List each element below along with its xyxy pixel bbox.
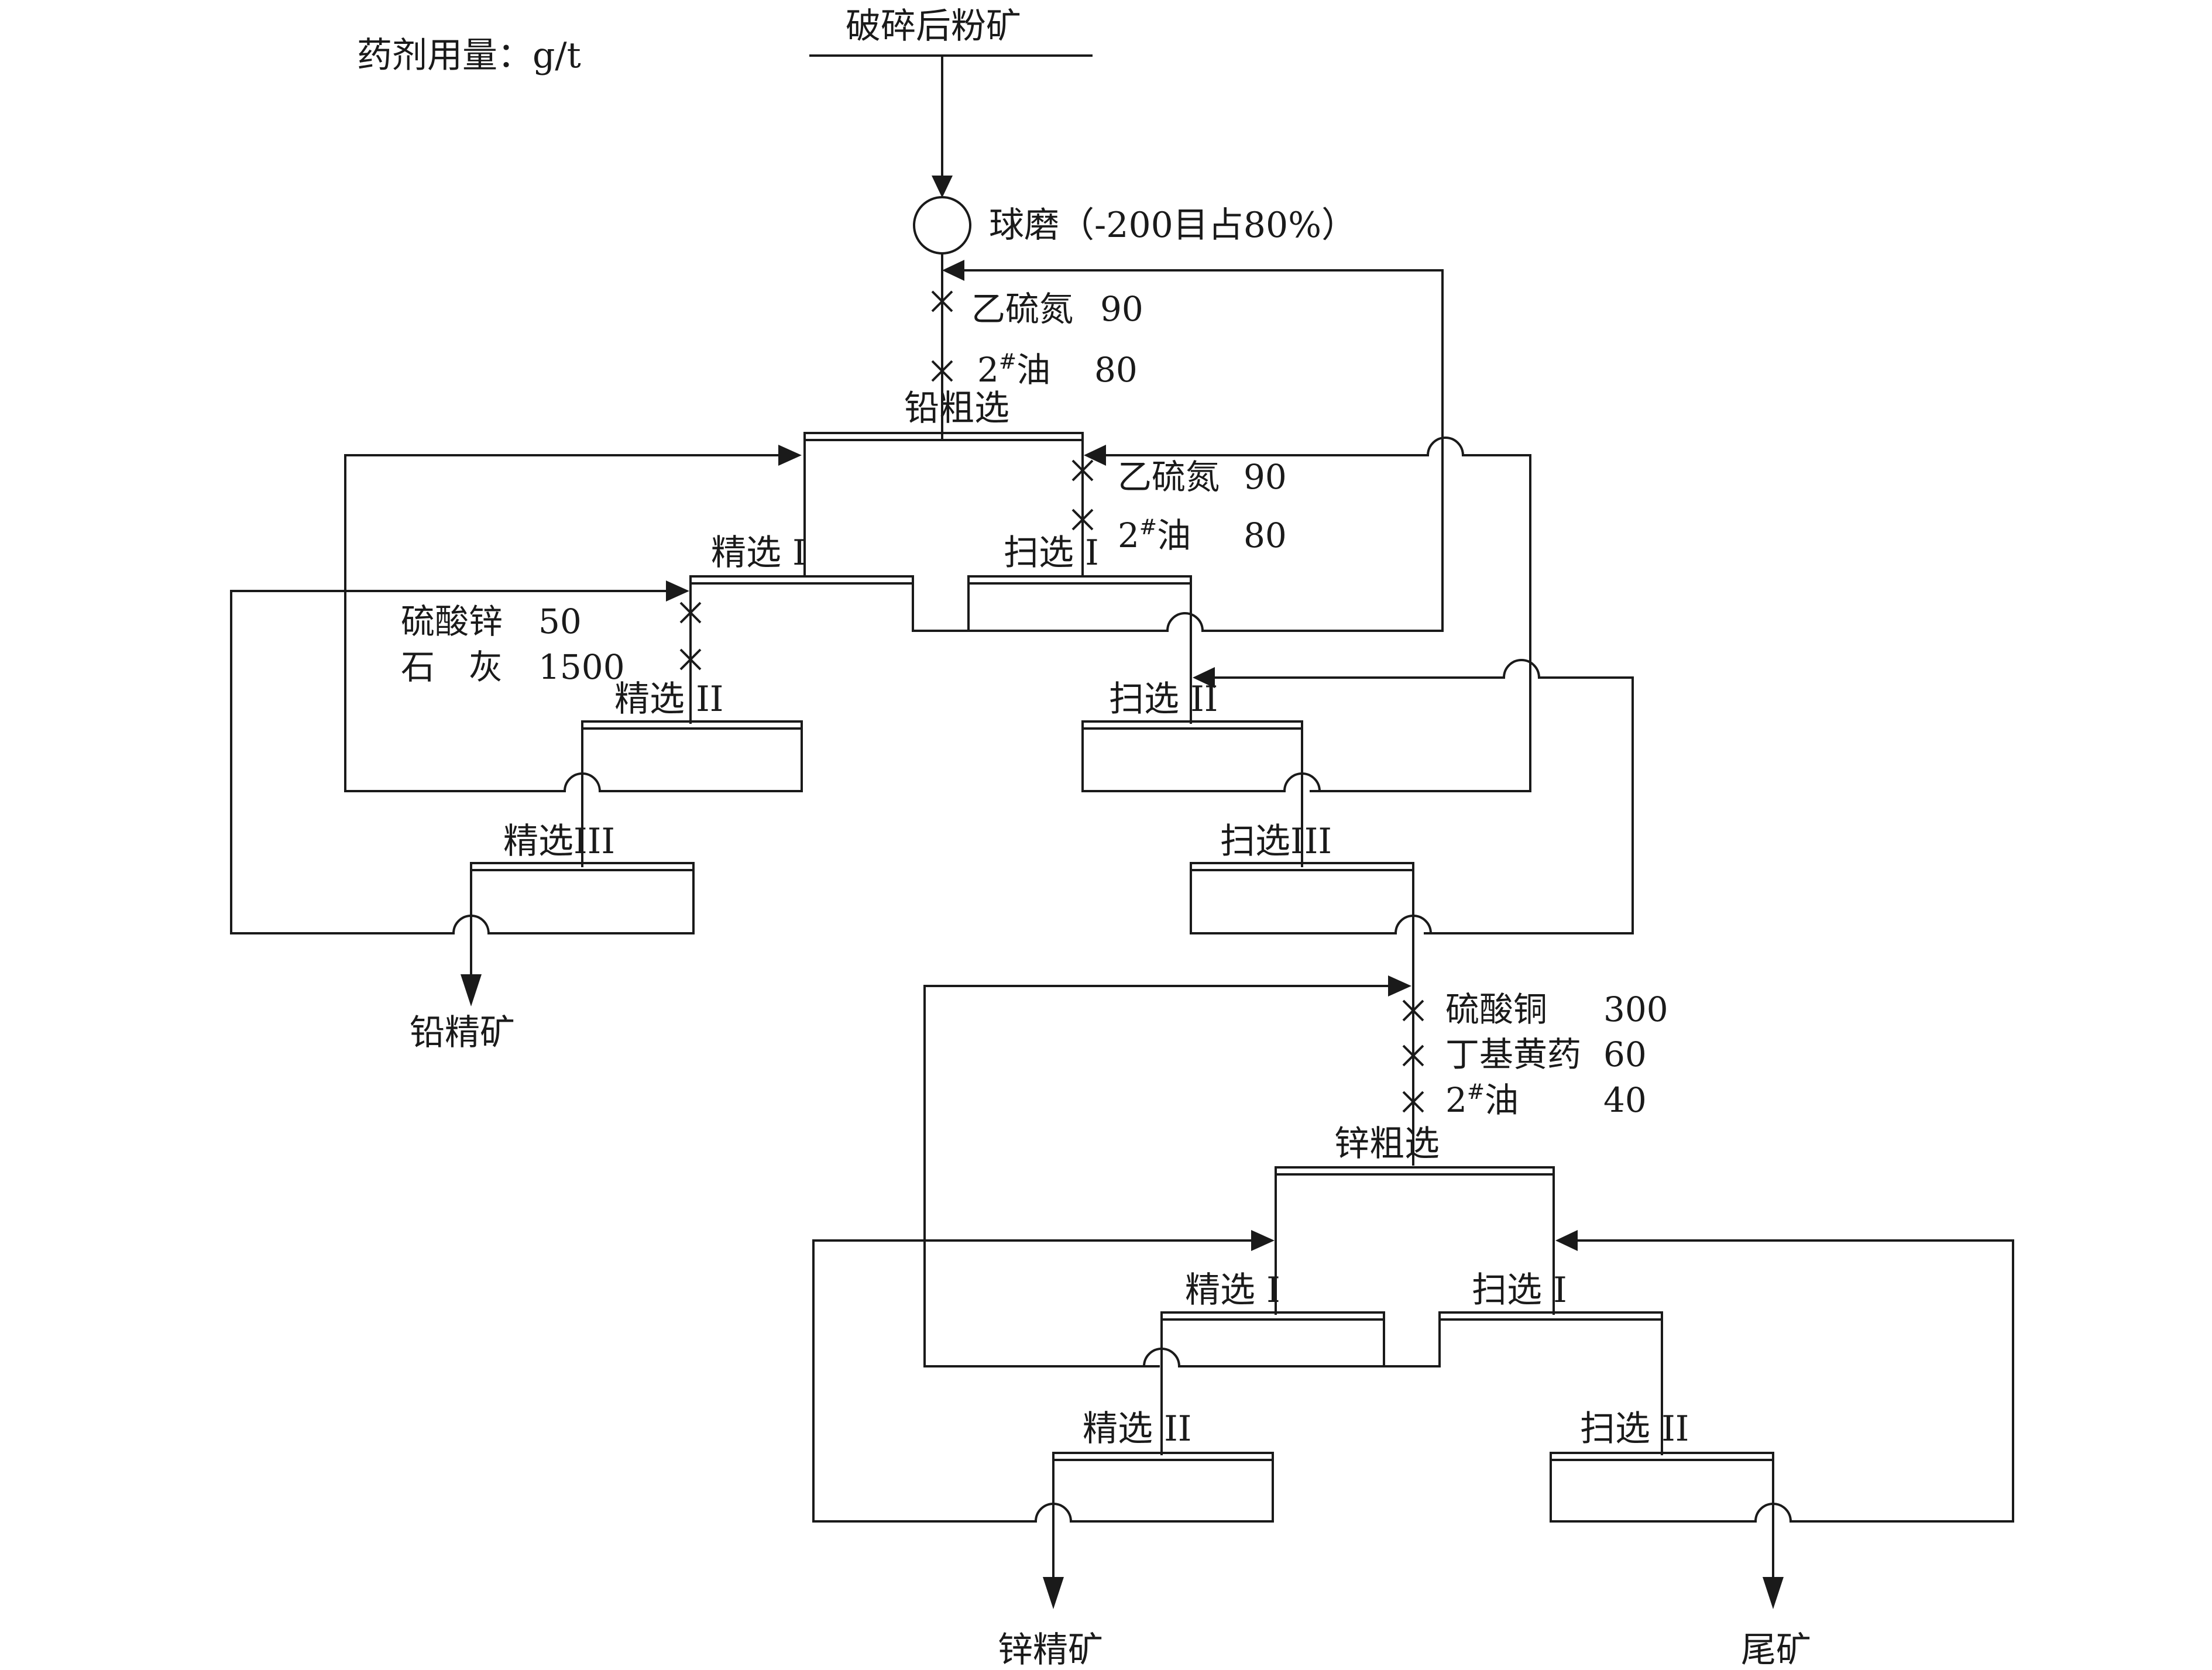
pb-cleaner1-cell-top [689, 575, 914, 585]
zn-rougher-label: 锌粗选 [1334, 1123, 1440, 1164]
zn-reagent-3-name: 2#油 [1445, 1080, 1519, 1120]
return-arrow [778, 445, 802, 466]
zn-reagent-1-name: 硫酸铜 [1445, 989, 1547, 1029]
return-arrow [666, 580, 689, 602]
pb-scav-reagent-1-name: 乙硫氮 [1118, 457, 1220, 497]
pb-rougher-reagent-2-name: 2#油 [977, 350, 1050, 390]
zn-reagent-2-dose: 60 [1603, 1035, 1647, 1074]
zn-scav2-return-line [1572, 1239, 2014, 1523]
return-arrow [942, 260, 964, 281]
pb-scav-reagent-2-name: 2#油 [1118, 516, 1191, 555]
units-note: 药剂用量：g/t [357, 35, 581, 76]
reagent-marker-x [1071, 459, 1094, 482]
ball-mill-label: 球磨（-200目占80%） [989, 205, 1356, 246]
ball-mill-icon [913, 196, 971, 255]
concentrate-arrow [461, 974, 482, 1006]
pb-cleaner-reagent-2-dose: 1500 [538, 647, 625, 687]
zn-cleaner1-label: 精选 I [1185, 1270, 1280, 1311]
pb-cleaner2-label: 精选 II [614, 679, 723, 720]
zn-scav2-cell-top [1550, 1452, 1774, 1461]
pb-scav1-label: 扫选 I [1004, 532, 1099, 573]
pb-cleaner2-cell [599, 727, 803, 792]
feed-arrow [932, 176, 953, 198]
zn-scav1-label: 扫选 I [1472, 1270, 1567, 1311]
zn-cleaner1-tail-link [1383, 1318, 1441, 1367]
pb-scav2-label: 扫选 II [1109, 679, 1218, 720]
zn-scav2-label: 扫选 II [1580, 1408, 1689, 1449]
pb-rougher-reagent-1-dose: 90 [1100, 289, 1143, 329]
pb-scav3-cell [1190, 869, 1397, 934]
reagent-marker-x [1071, 508, 1094, 531]
pb-cleaner1-label: 精选 I [711, 532, 806, 573]
zn-cleaner2-return-line [812, 1239, 1259, 1523]
reagent-marker-x [931, 360, 953, 382]
zn-reagent-3-dose: 40 [1603, 1080, 1647, 1120]
pb-rougher-reagent-1-name: 乙硫氮 [971, 289, 1073, 329]
pb-scav3-conc-return-line [1204, 659, 1634, 934]
zn-cleaner2-label: 精选 II [1083, 1408, 1191, 1449]
pb-scav3-cell-top [1190, 862, 1414, 871]
zn-reagent-1-dose: 300 [1603, 989, 1668, 1029]
pb-cleaner3-cell [487, 869, 695, 934]
zn-cleaner1-cell-top [1160, 1311, 1385, 1321]
reagent-marker-x [1402, 1091, 1424, 1113]
return-arrow [1251, 1230, 1275, 1251]
zn-cleaner2-tail-return-line [923, 985, 1397, 1367]
reagent-marker-x [1402, 999, 1424, 1022]
reagent-marker-x [931, 290, 953, 312]
pb-cleaner3-tail-return-line [230, 590, 674, 932]
return-arrow [1084, 445, 1106, 466]
zn-scav1-cell-top [1438, 1311, 1663, 1321]
pb-cleaner2-cell-top [581, 720, 803, 730]
pb-cleaner3-cell-top [470, 862, 695, 871]
reagent-marker-x [1402, 1044, 1424, 1067]
tailings-arrow [1763, 1577, 1784, 1609]
pb-scav2-cell [1081, 727, 1286, 792]
return-arrow [1555, 1230, 1578, 1251]
pb-cleaner-reagent-1-dose: 50 [538, 602, 582, 641]
pb-scav2-conc-return-line [1100, 437, 1531, 792]
zn-scav2-cell [1550, 1459, 1757, 1523]
pb-scav-reagent-2-dose: 80 [1244, 516, 1287, 555]
return-arrow [1388, 975, 1411, 996]
pb-scav3-label: 扫选III [1220, 821, 1332, 862]
pb-cleaner3-tail-line [230, 915, 490, 935]
zn-concentrate-label: 锌精矿 [998, 1630, 1103, 1670]
pb-rougher-label: 铅粗选 [904, 388, 1009, 429]
pb-concentrate-label: 铅精矿 [410, 1012, 515, 1053]
pb-cleaner3-label: 精选III [503, 821, 615, 862]
pb-scav2-cell-top [1081, 720, 1303, 730]
return-arrow [1193, 667, 1215, 688]
zn-tailings-label: 尾矿 [1741, 1630, 1811, 1670]
pb-cleaner-reagent-2-name: 石 灰 [401, 647, 503, 687]
zn-cleaner1-tail-line [1142, 1348, 1385, 1367]
pb-cleaner2-tail-line [344, 454, 602, 793]
zn-cleaner2-cell [1070, 1459, 1274, 1523]
pb-scav1-cell-top [967, 575, 1192, 585]
zn-reagent-2-name: 丁基黄药 [1445, 1035, 1581, 1074]
concentrate-arrow [1043, 1577, 1064, 1609]
pb-rougher-reagent-2-dose: 80 [1094, 350, 1138, 390]
pb-rougher-cell [803, 432, 1084, 441]
zn-cleaner2-cell-top [1052, 1452, 1274, 1461]
pb-scav-reagent-1-dose: 90 [1244, 457, 1287, 497]
pb-cleaner-reagent-1-name: 硫酸锌 [401, 602, 503, 641]
pb-scav1-conc-return-line [957, 269, 1444, 632]
pb-cleaner1-tail-link [912, 582, 970, 632]
zn-rougher-cell [1275, 1166, 1555, 1176]
feed-label: 破碎后粉矿 [846, 6, 1021, 47]
